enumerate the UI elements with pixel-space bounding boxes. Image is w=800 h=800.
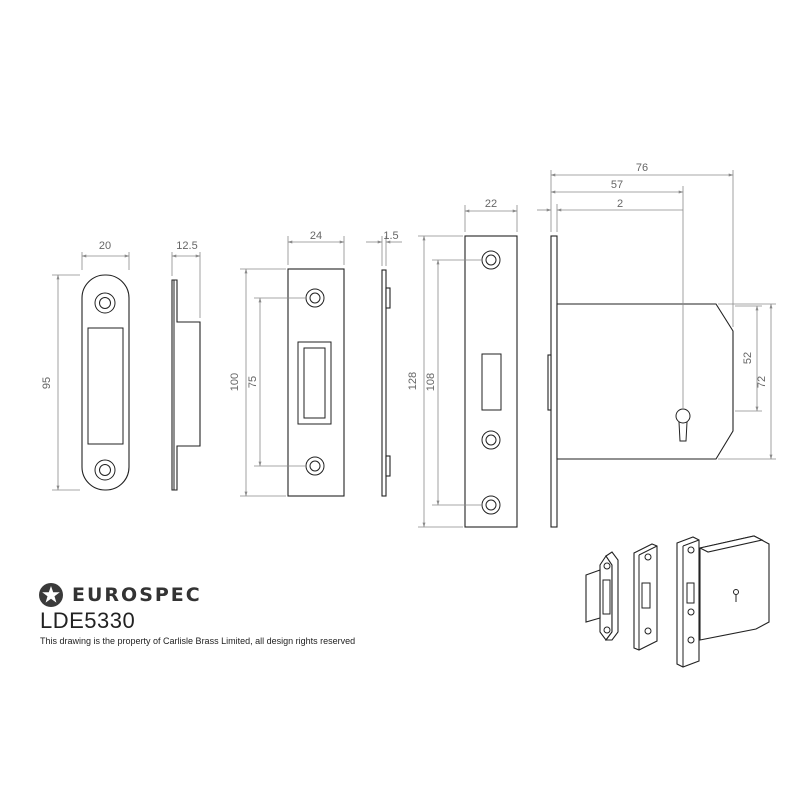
strike-plate-side xyxy=(171,279,201,491)
dim-case-height: 72 xyxy=(718,303,776,460)
dim-keep-height: 100 xyxy=(229,268,286,497)
thumbnail-strike-plate xyxy=(585,551,619,641)
dim-label-lock-overall-depth: 76 xyxy=(636,162,648,174)
keep-plate-side xyxy=(381,269,391,497)
dim-label-forend-height: 128 xyxy=(407,372,419,390)
dim-lock-backset: 57 xyxy=(550,179,684,408)
brand-name: EUROSPEC xyxy=(72,584,202,606)
dim-forend-height: 128 xyxy=(407,235,463,528)
dim-forend-width: 22 xyxy=(464,198,518,232)
keep-plate-front xyxy=(287,268,345,497)
thumbnail-mortice-lock xyxy=(676,535,770,668)
star-badge-icon xyxy=(39,583,63,607)
lock-body-side xyxy=(547,235,734,528)
dim-forend-thickness: 2 xyxy=(537,198,683,232)
dim-label-forend-width: 22 xyxy=(485,198,497,210)
dim-keep-hole-centres: 75 xyxy=(247,297,306,467)
model-number: LDE5330 xyxy=(40,608,136,633)
dim-case-height-inner: 52 xyxy=(735,305,762,412)
thumbnail-keep-plate xyxy=(633,543,658,651)
dim-strike-width: 20 xyxy=(81,240,130,270)
dim-strike-height: 95 xyxy=(41,274,80,491)
dim-label-forend-thickness: 2 xyxy=(617,198,623,210)
dim-label-case-height-inner: 52 xyxy=(742,352,754,364)
dim-keep-side-thickness: 1.5 xyxy=(366,230,402,266)
lock-forend-front xyxy=(464,235,518,528)
dim-forend-hole-centres: 108 xyxy=(425,259,482,506)
dim-label-keep-hole-centres: 75 xyxy=(247,376,259,388)
dim-label-lock-backset: 57 xyxy=(611,179,623,191)
dim-strike-side-depth: 12.5 xyxy=(171,240,201,318)
dim-keep-width: 24 xyxy=(287,230,345,265)
copyright-notice: This drawing is the property of Carlisle… xyxy=(40,636,356,646)
dim-label-keep-width: 24 xyxy=(310,230,322,242)
dim-label-strike-width: 20 xyxy=(99,240,111,252)
strike-plate-front xyxy=(81,274,130,491)
dim-label-keep-side-thickness: 1.5 xyxy=(383,230,398,242)
dim-label-strike-height: 95 xyxy=(41,377,53,389)
brand-logo: EUROSPEC xyxy=(38,582,202,608)
dim-label-keep-height: 100 xyxy=(229,373,241,391)
dim-label-forend-hole-centres: 108 xyxy=(425,373,437,391)
dim-label-case-height: 72 xyxy=(756,376,768,388)
dim-label-strike-side-depth: 12.5 xyxy=(176,240,197,252)
dim-lock-overall-depth: 76 xyxy=(550,162,734,327)
